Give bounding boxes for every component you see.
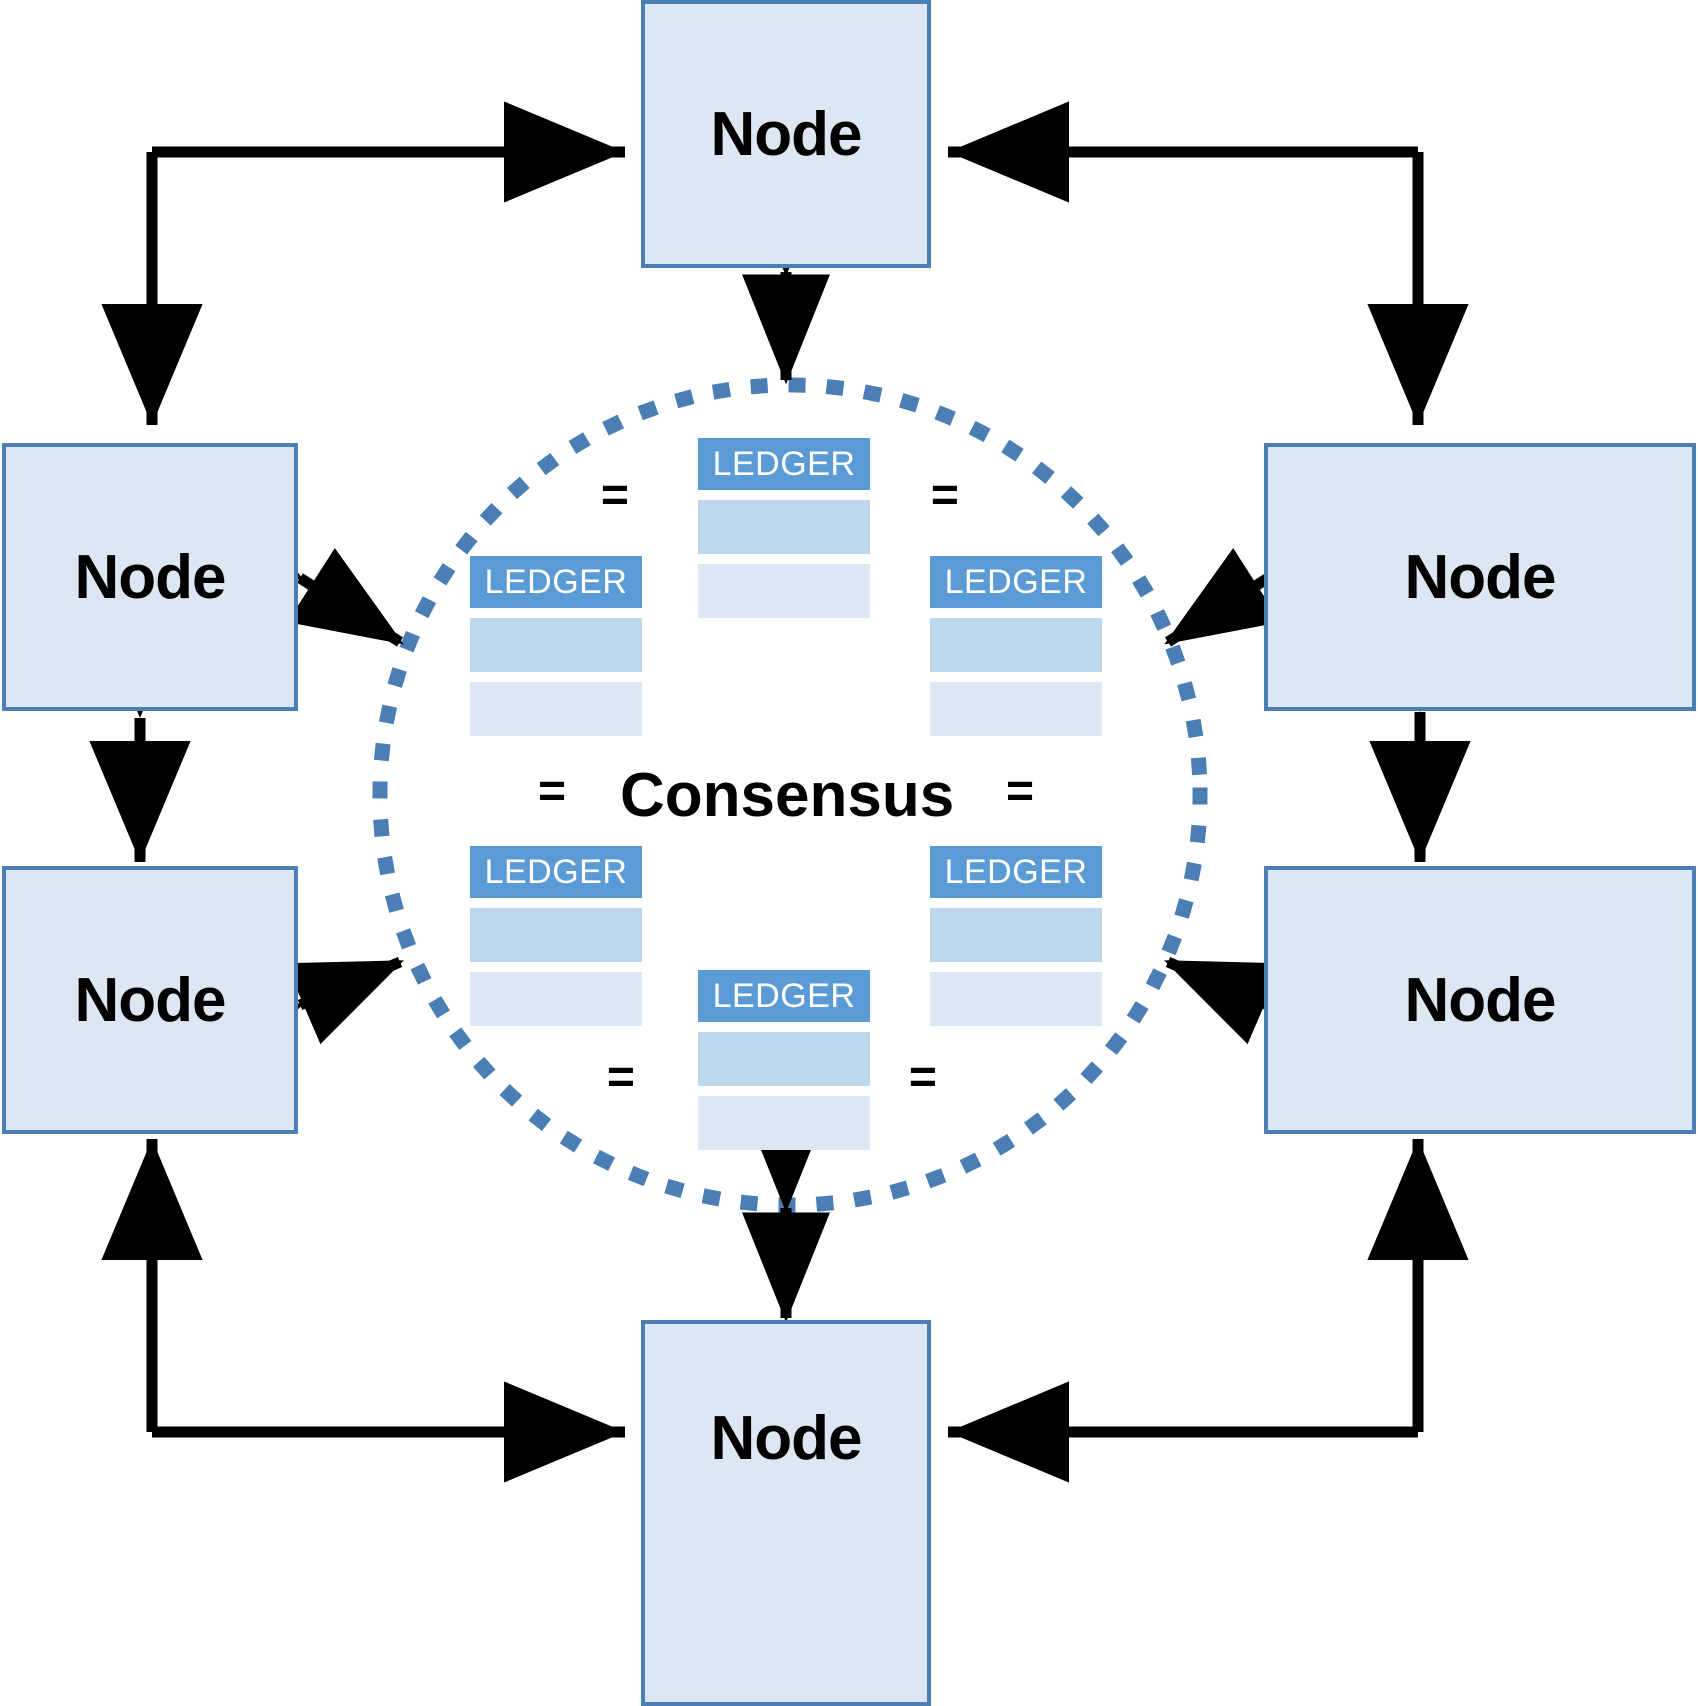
node-left-lower-label: Node [74,965,227,1035]
ledger-left-upper-row-1 [470,618,642,672]
ledger-top-header: LEDGER [698,438,870,490]
ledger-bottom-row-1 [698,1032,870,1086]
equals-upper-left: = [600,469,628,522]
arrow-leftupper-node-to-circle [187,484,404,647]
ledger-left-upper[interactable]: LEDGER [470,556,642,736]
node-top-label: Node [710,99,863,169]
ledger-right-upper-row-2 [930,682,1102,736]
ledger-top-row-1 [698,500,870,554]
equals-upper-right: = [930,469,958,522]
equals-mid-right: = [1006,765,1034,818]
node-bottom[interactable]: Node [641,1320,931,1706]
ledger-top[interactable]: LEDGER [698,438,870,618]
ledger-bottom-row-2 [698,1096,870,1150]
ledger-bottom-header: LEDGER [698,970,870,1022]
equals-lower-left: = [606,1051,634,1104]
ledger-left-lower-header: LEDGER [470,846,642,898]
node-left-upper[interactable]: Node [2,443,298,711]
node-bottom-label: Node [710,1403,863,1473]
ledger-left-lower-row-1 [470,908,642,962]
node-right-lower-label: Node [1404,965,1557,1035]
ledger-left-upper-row-2 [470,682,642,736]
arrow-rightlower-node-to-circle [1163,956,1383,1088]
ledger-left-lower-row-2 [470,972,642,1026]
ledger-right-lower-header: LEDGER [930,846,1102,898]
node-left-upper-label: Node [74,542,227,612]
ledger-bottom[interactable]: LEDGER [698,970,870,1150]
equals-mid-left: = [538,765,566,818]
ledger-left-upper-header: LEDGER [470,556,642,608]
node-right-lower[interactable]: Node [1264,866,1696,1134]
arrow-rightupper-node-to-circle [1164,484,1381,647]
node-left-lower[interactable]: Node [2,866,298,1134]
ledger-right-upper-row-1 [930,618,1102,672]
node-right-upper-label: Node [1404,542,1557,612]
ledger-right-lower[interactable]: LEDGER [930,846,1102,1026]
ledger-right-lower-row-1 [930,908,1102,962]
node-top[interactable]: Node [641,0,931,268]
ledger-left-lower[interactable]: LEDGER [470,846,642,1026]
ledger-top-row-2 [698,564,870,618]
arrow-leftlower-node-to-circle [185,956,405,1088]
consensus-label: Consensus [620,761,955,830]
node-right-upper[interactable]: Node [1264,443,1696,711]
equals-lower-right: = [908,1051,936,1104]
ledger-right-upper-header: LEDGER [930,556,1102,608]
ledger-right-lower-row-2 [930,972,1102,1026]
ledger-right-upper[interactable]: LEDGER [930,556,1102,736]
